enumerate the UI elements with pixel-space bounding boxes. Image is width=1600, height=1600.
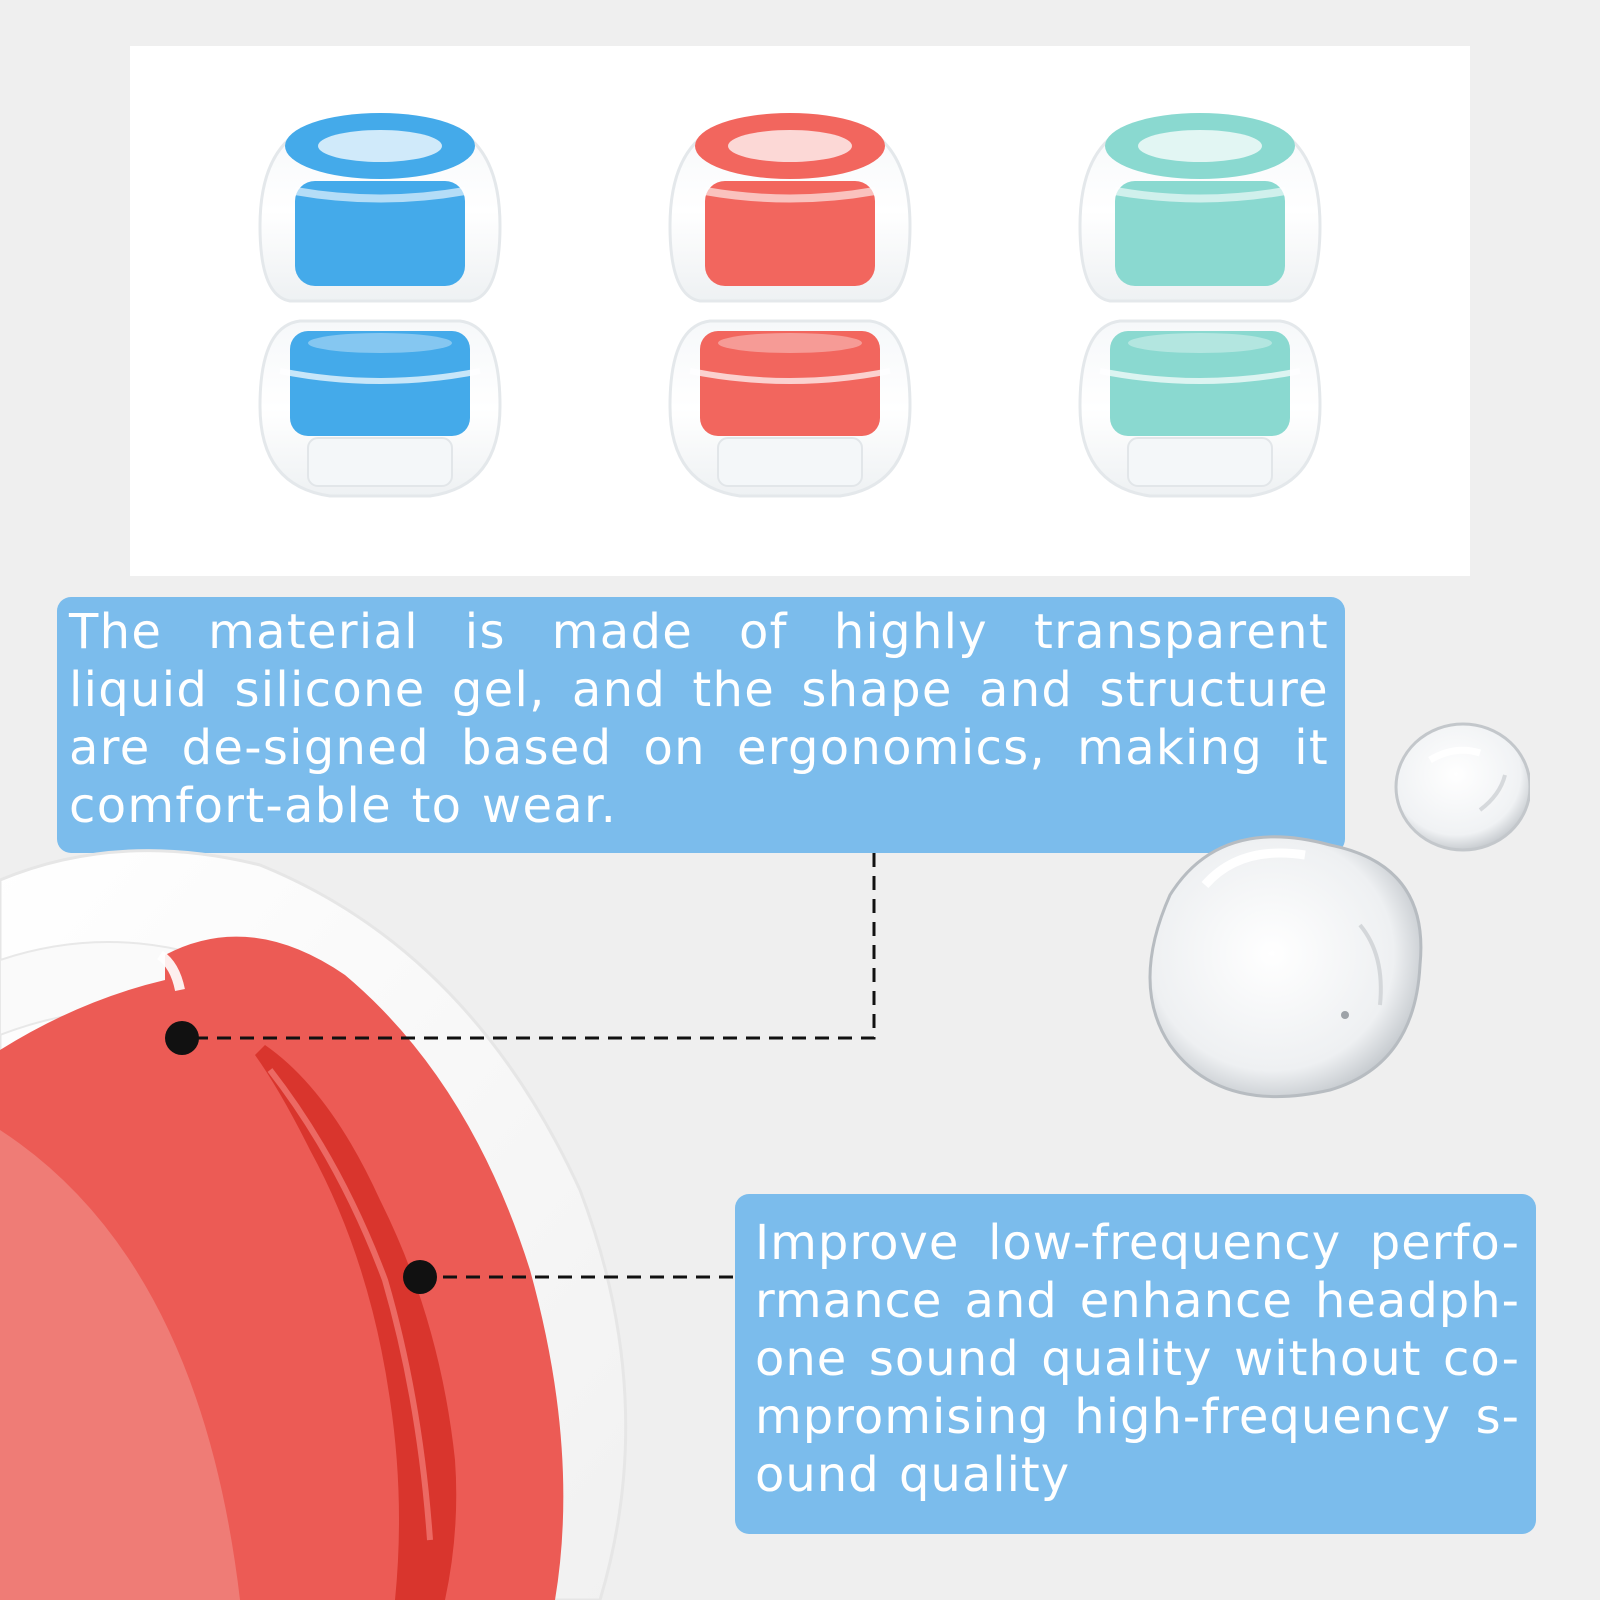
ear-tips-illustration <box>258 113 1322 498</box>
sound-callout: Improve low-frequency perfo-rmance and e… <box>735 1194 1536 1534</box>
closeup-inner-groove <box>255 1045 457 1600</box>
ear-tip-closeup <box>0 849 628 1600</box>
ear-tip-mint-top <box>1078 113 1322 303</box>
ear-tip-red-bottom <box>668 319 912 498</box>
ear-tip-red-top <box>668 113 912 303</box>
ear-tip-blue-bottom <box>258 319 502 498</box>
tip-core-body <box>295 181 465 286</box>
product-panel <box>130 46 1470 576</box>
droplet-large <box>1148 835 1423 1099</box>
water-droplets <box>1148 722 1530 1099</box>
ear-tip-mint-bottom <box>1078 319 1322 498</box>
tip-core-body <box>1115 181 1285 286</box>
tip-core-body <box>705 181 875 286</box>
droplet-small <box>1394 722 1530 852</box>
ear-tip-blue-top <box>258 113 502 303</box>
material-callout: The material is made of highly transpare… <box>57 597 1345 853</box>
